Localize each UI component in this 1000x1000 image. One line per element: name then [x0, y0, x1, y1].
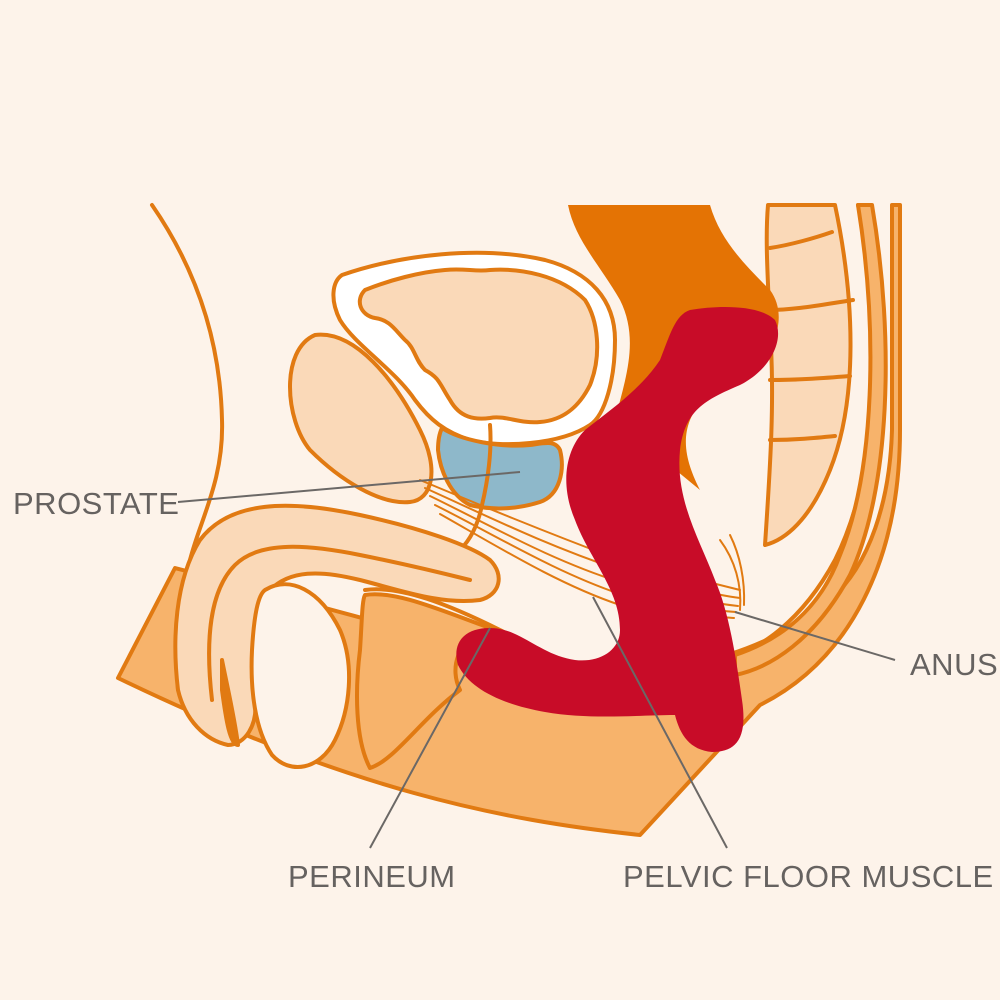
label-perineum: PERINEUM [288, 859, 456, 894]
label-anus: ANUS [910, 647, 999, 682]
coccyx-segment-3 [768, 374, 852, 382]
perineum-leader [369, 627, 491, 849]
penis-inner [207, 544, 472, 702]
bladder [357, 267, 600, 425]
coccyx-segment-1 [768, 230, 834, 250]
coccyx-segment-4 [768, 434, 837, 442]
pelvic-floor-muscle [456, 307, 779, 752]
prostate-leader [177, 471, 521, 503]
label-pelvic-floor-muscle: PELVIC FLOOR MUSCLE [623, 859, 994, 894]
pelvic-floor-leader [592, 596, 728, 849]
prostate [436, 426, 564, 511]
label-prostate: PROSTATE [13, 486, 180, 521]
glans [220, 658, 240, 747]
scrotum-back [355, 592, 492, 770]
anus-leader [734, 611, 896, 661]
testicle [249, 582, 351, 769]
pubic-bone [288, 332, 434, 505]
